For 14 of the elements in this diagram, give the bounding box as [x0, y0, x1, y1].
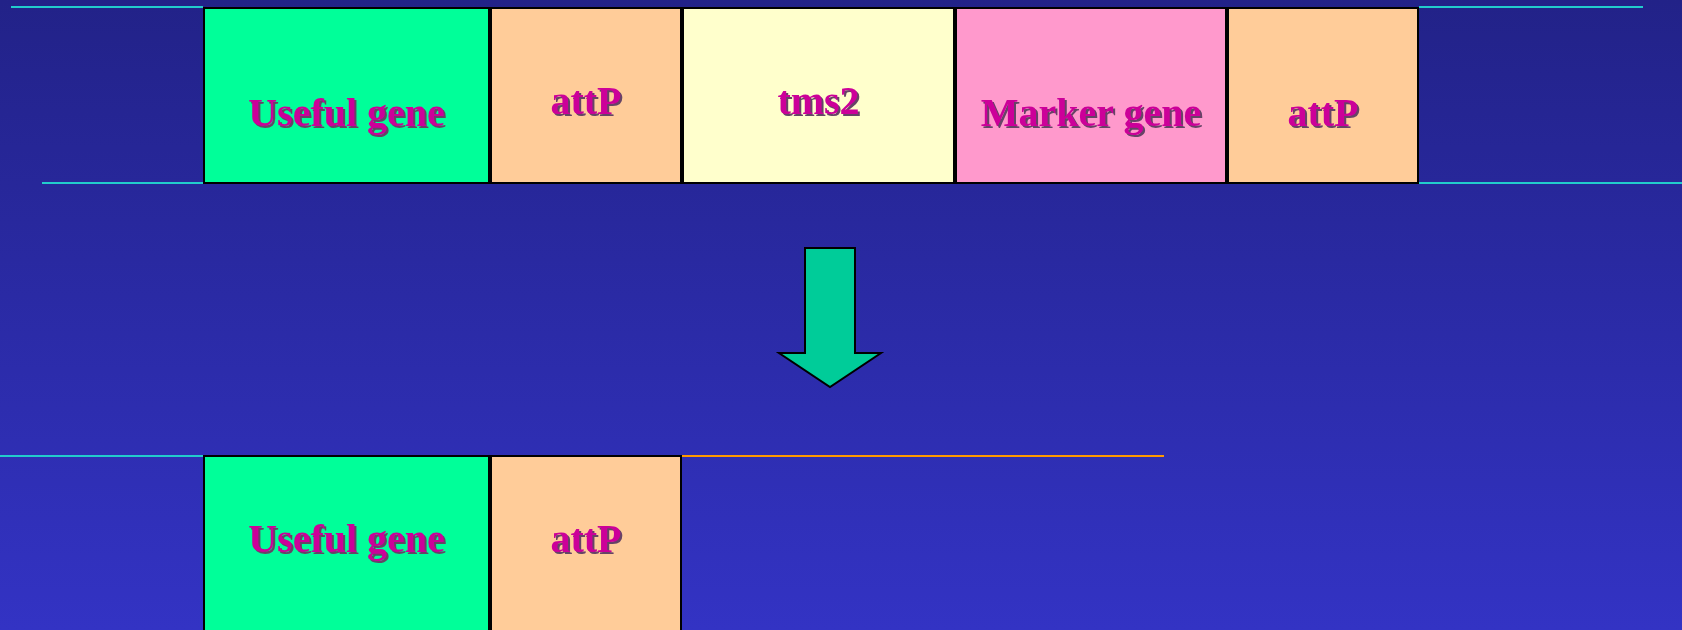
gene-label: tms2 — [776, 77, 861, 124]
gene-label: Marker gene — [979, 89, 1203, 136]
gene-label: attP — [1286, 89, 1360, 136]
gene-label: attP — [549, 515, 623, 562]
gene-segment — [203, 455, 490, 630]
gene-label: Useful gene — [247, 89, 446, 136]
gene-segment — [682, 7, 955, 184]
gene-label: Useful gene — [247, 515, 446, 562]
gene-segment — [955, 7, 1227, 184]
gene-segment — [490, 7, 682, 184]
gene-segment — [490, 455, 682, 630]
gene-label: attP — [549, 77, 623, 124]
gene-segment — [203, 7, 490, 184]
gene-segment — [1227, 7, 1419, 184]
